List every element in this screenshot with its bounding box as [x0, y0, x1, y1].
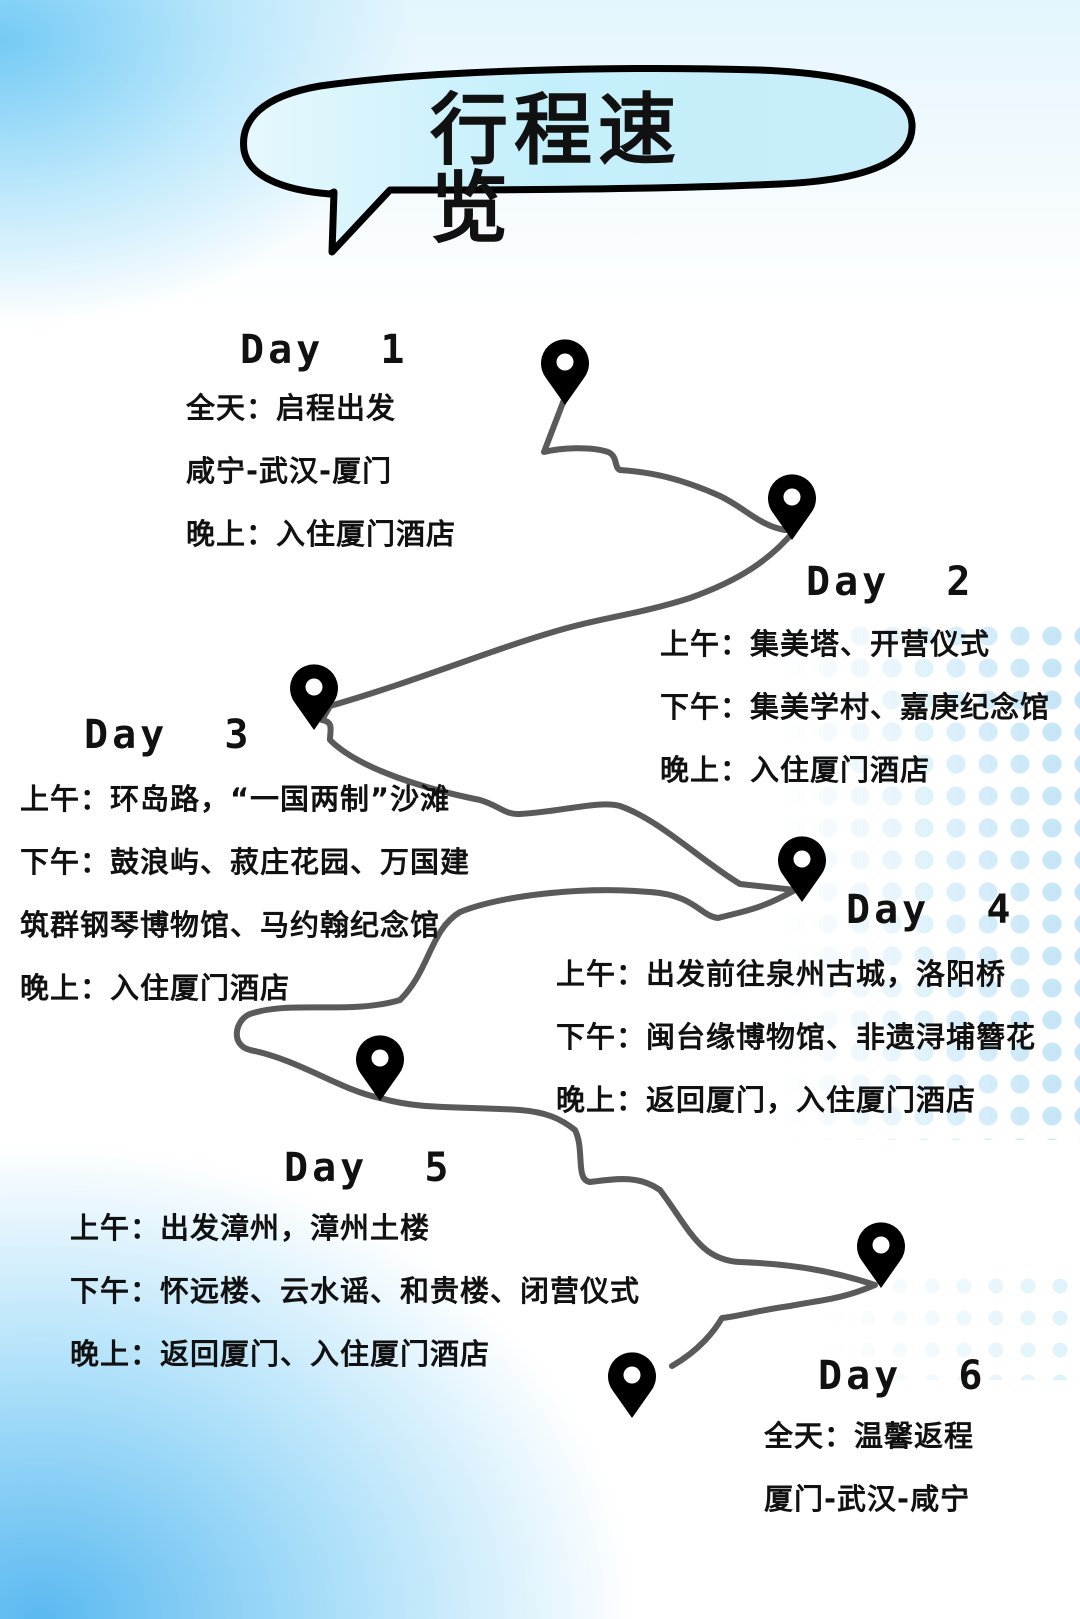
day-line: 下午：怀远楼、云水谣、和贵楼、闭营仪式 [70, 1274, 641, 1308]
day-title: Day 2 [806, 559, 975, 605]
day-line: 全天：启程出发 [186, 391, 397, 425]
day-title: Day 1 [240, 327, 409, 373]
day-line: 上午：出发前往泉州古城，洛阳桥 [556, 957, 1007, 991]
day-line: 下午：闽台缘博物馆、非遗浔埔簪花 [556, 1020, 1037, 1054]
day-line: 咸宁-武汉-厦门 [186, 454, 393, 488]
day-block-1: Day 1 全天：启程出发 咸宁-武汉-厦门 晚上：入住厦门酒店 [186, 330, 456, 549]
day-line: 上午：出发漳州，漳州土楼 [70, 1211, 431, 1245]
map-pin-icon-day6 [857, 1222, 905, 1288]
day-title: Day 4 [846, 887, 1015, 933]
day-block-5: Day 5 上午：出发漳州，漳州土楼 下午：怀远楼、云水谣、和贵楼、闭营仪式 晚… [70, 1148, 640, 1369]
day-block-6: Day 6 全天：温馨返程 厦门-武汉-咸宁 [764, 1356, 987, 1514]
day-line: 下午：鼓浪屿、菽庄花园、万国建 [20, 845, 471, 879]
day-line: 全天：温馨返程 [764, 1419, 975, 1453]
day-line: 下午：集美学村、嘉庚纪念馆 [660, 690, 1051, 724]
day-line: 晚上：入住厦门酒店 [186, 517, 457, 551]
day-line: 晚上：入住厦门酒店 [20, 971, 291, 1005]
dot-pattern-decoration [780, 620, 1080, 1140]
day-title: Day 5 [284, 1145, 453, 1191]
day-line: 晚上：返回厦门，入住厦门酒店 [556, 1083, 977, 1117]
day-title: Day 3 [84, 712, 253, 758]
day-block-4: Day 4 上午：出发前往泉州古城，洛阳桥 下午：闽台缘博物馆、非遗浔埔簪花 晚… [556, 890, 1036, 1115]
day-line: 上午：集美塔、开营仪式 [660, 627, 991, 661]
day-line: 上午：环岛路，“一国两制”沙滩 [20, 782, 451, 816]
day-line: 晚上：入住厦门酒店 [660, 753, 931, 787]
day-line: 筑群钢琴博物馆、马约翰纪念馆 [20, 908, 441, 942]
day-line: 厦门-武汉-咸宁 [764, 1482, 971, 1516]
route-path [233, 389, 878, 1369]
day-title: Day 6 [818, 1353, 987, 1399]
day-line: 晚上：返回厦门、入住厦门酒店 [70, 1337, 491, 1371]
speech-bubble [240, 65, 916, 256]
page-title: 行程速览 [430, 86, 683, 254]
day-block-2: Day 2 上午：集美塔、开营仪式 下午：集美学村、嘉庚纪念馆 晚上：入住厦门酒… [660, 562, 1050, 785]
day-block-3: Day 3 上午：环岛路，“一国两制”沙滩 下午：鼓浪屿、菽庄花园、万国建 筑群… [20, 715, 470, 1003]
map-pin-icon-day1 [541, 339, 589, 405]
